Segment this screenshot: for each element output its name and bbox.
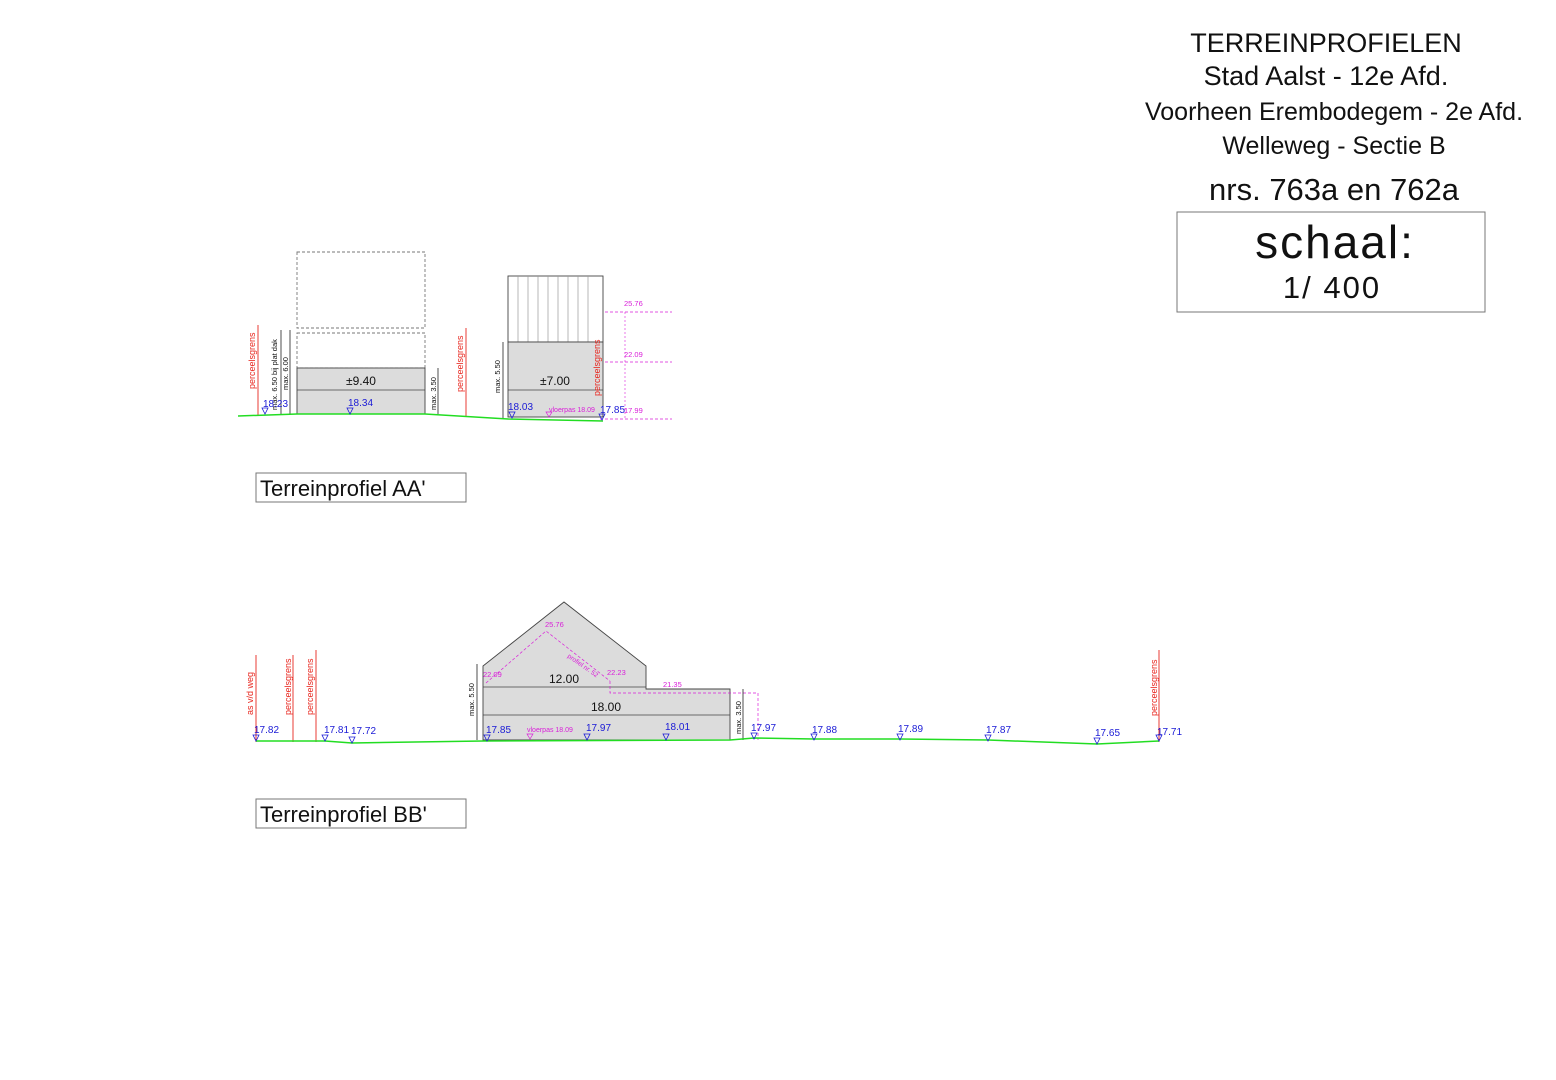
level-marker-1785 (598, 413, 606, 421)
profile-aa: 25.76 22.09 17.99 ±9.40 ±7.00 max. 6.50 … (237, 251, 672, 503)
level-bb-1787: 17.87 (986, 725, 1011, 736)
level-bb-1797a: 17.97 (586, 723, 611, 734)
caption-aa: Terreinprofiel AA' (260, 476, 426, 501)
boundary-label-3: perceelsgrens (592, 339, 602, 396)
level-bb-1772: 17.72 (351, 726, 376, 737)
level-1785: 17.85 (600, 405, 625, 416)
title-block: TERREINPROFIELEN Stad Aalst - 12e Afd. V… (1145, 28, 1523, 313)
level-1803: 18.03 (508, 402, 533, 413)
ground-line-aa (237, 413, 604, 422)
level-bb-1788: 17.88 (812, 725, 837, 736)
envelope-upper (296, 251, 426, 329)
level-marker-1803 (508, 411, 516, 419)
level-1823: 18.23 (263, 399, 288, 410)
title-voorheen: Voorheen Erembodegem - 2e Afd. (1145, 98, 1523, 126)
dim-max600: max. 6.00 (281, 357, 290, 390)
dim-bb-max350: max. 3.50 (734, 701, 743, 734)
profile-step-line (609, 681, 759, 740)
scale-label: schaal: (1255, 216, 1415, 268)
level-bb-2209: 22.09 (483, 670, 502, 679)
caption-box-bb (255, 798, 467, 829)
level-bb-2223: 22.23 (607, 668, 626, 677)
level-bb-1782: 17.82 (254, 725, 279, 736)
boundary-bb-label-2: perceelsgrens (305, 658, 315, 715)
building-left (296, 367, 426, 415)
vloerpas-bb-marker (526, 733, 534, 740)
dim-max350: max. 3.50 (429, 377, 438, 410)
level-2209: 22.09 (624, 350, 643, 359)
level-marker-1823 (261, 407, 269, 415)
width-12: 12.00 (549, 672, 579, 686)
caption-box-aa (255, 472, 467, 503)
title-nummers: nrs. 763a en 762a (1209, 172, 1460, 207)
level-bb-1765: 17.65 (1095, 728, 1120, 739)
level-markers-bb (252, 732, 1163, 745)
dim-max550: max. 5.50 (493, 360, 502, 393)
profile-52-line (485, 630, 611, 684)
level-bb-2135: 21.35 (663, 680, 682, 689)
profile-bb: 12.00 18.00 25.76 22.09 22.23 21.35 prof… (245, 601, 1182, 829)
width-left: ±9.40 (346, 374, 376, 388)
boundary-bb-label-1: perceelsgrens (283, 658, 293, 715)
boundary-label-2: perceelsgrens (455, 335, 465, 392)
building-right (507, 341, 604, 418)
envelope-lower (296, 332, 426, 369)
level-bb-1781: 17.81 (324, 725, 349, 736)
level-bb-1797b: 17.97 (751, 723, 776, 734)
ground-line-bb (256, 737, 1160, 745)
vloerpas-marker (545, 411, 553, 418)
level-bb-1789: 17.89 (898, 724, 923, 735)
building-bb (482, 601, 731, 741)
vloerpas-bb: vloerpas 18.09 (527, 727, 573, 734)
boundary-label-1: perceelsgrens (247, 332, 257, 389)
vloerpas-aa: vloerpas 18.09 (549, 407, 595, 414)
width-right: ±7.00 (540, 374, 570, 388)
level-bb-2576: 25.76 (545, 620, 564, 629)
road-axis-label: as v/d weg (245, 672, 255, 715)
level-bb-1785: 17.85 (486, 725, 511, 736)
title-terreinprofielen: TERREINPROFIELEN (1190, 28, 1462, 58)
level-1799: 17.99 (624, 406, 643, 415)
level-2576: 25.76 (624, 299, 643, 308)
scale-value: 1/ 400 (1283, 270, 1381, 305)
building-right-roof (507, 275, 604, 343)
level-marker-1834 (346, 407, 354, 415)
dim-max650: max. 6.50 bij plat dak (270, 339, 279, 410)
level-1834: 18.34 (348, 398, 373, 409)
dim-bb-max550: max. 5.50 (467, 683, 476, 716)
width-18: 18.00 (591, 700, 621, 714)
scale-box (1176, 211, 1486, 313)
roof-stripes (517, 276, 589, 342)
title-welleweg: Welleweg - Sectie B (1222, 132, 1445, 160)
title-stad-aalst: Stad Aalst - 12e Afd. (1204, 61, 1449, 91)
boundary-bb-label-3: perceelsgrens (1149, 659, 1159, 716)
caption-bb: Terreinprofiel BB' (260, 802, 427, 827)
level-bb-1801: 18.01 (665, 722, 690, 733)
level-bb-1771: 17.71 (1157, 727, 1182, 738)
